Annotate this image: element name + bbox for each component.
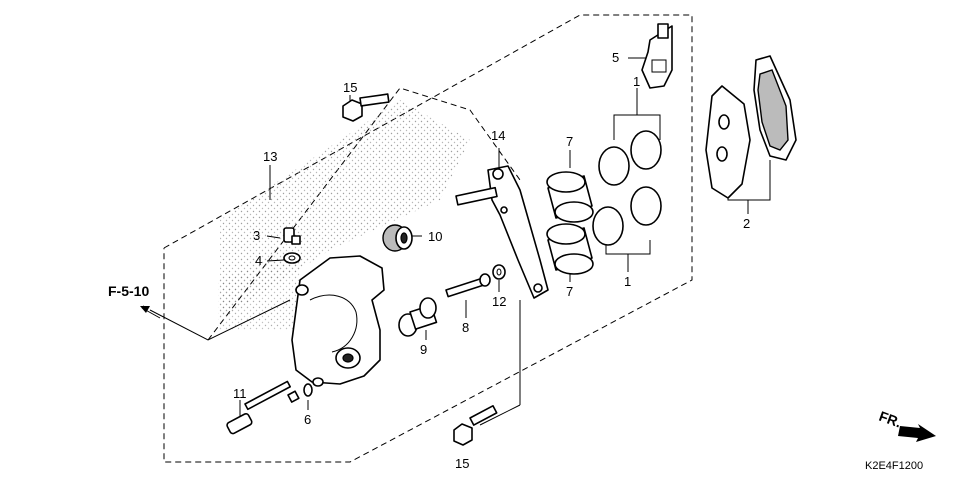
boot	[382, 224, 413, 252]
label-13: 13	[263, 149, 277, 164]
caliper-pin	[226, 380, 300, 435]
leader-lines	[142, 57, 771, 426]
caliper-body-shading	[218, 100, 470, 330]
caliper-bracket	[455, 165, 549, 299]
label-7-bottom: 7	[566, 284, 573, 299]
label-1-bottom: 1	[624, 274, 631, 289]
label-15-bottom: 15	[455, 456, 469, 471]
label-15-top: 15	[343, 80, 357, 95]
diagram-code: K2E4F1200	[865, 460, 923, 472]
bleeder-valve	[283, 227, 301, 245]
flange-bolt-bottom	[453, 404, 498, 446]
label-12: 12	[492, 294, 506, 309]
assembly-boundary	[163, 14, 693, 463]
label-2: 2	[743, 216, 750, 231]
label-6: 6	[304, 412, 311, 427]
label-10: 10	[428, 229, 442, 244]
caliper-body	[291, 255, 385, 387]
reference-label: F-5-10	[108, 283, 149, 299]
label-4: 4	[255, 253, 262, 268]
label-5: 5	[612, 50, 619, 65]
bracket-washer	[492, 264, 506, 280]
brake-pad-front	[705, 85, 751, 199]
flange-bolt-top	[342, 93, 390, 122]
washer	[303, 383, 313, 397]
front-marker-label: FR.	[877, 408, 904, 431]
front-direction-arrow	[898, 424, 936, 442]
piston-top	[546, 171, 594, 223]
reference-arrow	[140, 306, 161, 319]
pin-bolt	[398, 297, 438, 337]
label-3: 3	[253, 228, 260, 243]
bracket-bolt	[445, 273, 491, 298]
piston-seals	[592, 130, 662, 246]
label-11: 11	[233, 386, 247, 401]
bleeder-cap	[283, 252, 301, 264]
label-7-top: 7	[566, 134, 573, 149]
pad-spring	[641, 23, 673, 89]
piston-bottom	[546, 223, 594, 275]
label-1-top: 1	[633, 74, 640, 89]
brake-pad-rear	[753, 55, 797, 161]
label-9: 9	[420, 342, 427, 357]
label-8: 8	[462, 320, 469, 335]
label-14: 14	[491, 128, 505, 143]
